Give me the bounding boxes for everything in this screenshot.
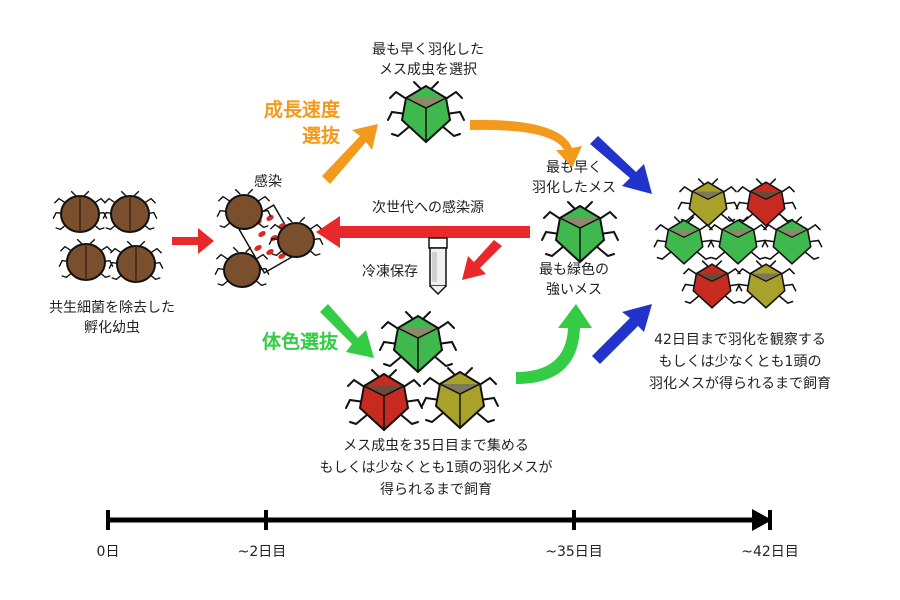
growth-selection-label-line2: 選抜 (302, 124, 341, 147)
stinkbug-icon (379, 311, 457, 374)
nymph-label-line1: 共生細菌を除去した (49, 300, 175, 316)
arrow-observe-upper (590, 136, 652, 194)
collect-females-line3: 得られるまで飼育 (380, 481, 492, 498)
timeline-tick-label: 0日 (97, 544, 120, 560)
greenest-female-line2: 強いメス (546, 282, 602, 298)
frozen-storage-label: 冷凍保存 (362, 264, 418, 280)
arrow-nymph-to-infection (172, 228, 214, 254)
collect-females-line1: メス成虫を35日目まで集める (343, 437, 529, 454)
nymph-icon (52, 190, 108, 233)
stinkbug-icon (345, 369, 423, 432)
arrow-color-selection (320, 304, 374, 358)
nymph-icon (214, 246, 270, 288)
timeline-tick-label: ~35日目 (545, 544, 603, 560)
greenest-female-line1: 最も緑色の (539, 261, 609, 278)
observe-line2: もしくは少なくとも1頭の (659, 354, 822, 370)
nymph-icon (58, 238, 114, 281)
arrow-frozen-storage (462, 240, 502, 280)
nymph-group (52, 190, 164, 283)
color-selection-bugs (345, 311, 499, 432)
nymph-icon (108, 240, 164, 283)
observe-line1: 42日目まで羽化を観察する (654, 331, 826, 348)
nymph-label-line2: 孵化幼虫 (84, 320, 140, 336)
infection-cluster (214, 188, 324, 288)
timeline-arrowhead (752, 509, 772, 531)
arrow-growth-to-earliest (470, 119, 582, 168)
infection-label: 感染 (254, 173, 282, 190)
stinkbug-icon (421, 367, 499, 430)
arrow-color-to-greenest (516, 304, 592, 384)
nymph-icon (102, 190, 158, 233)
stinkbug-icon (541, 201, 619, 264)
vial-icon (428, 237, 448, 296)
stinkbug-icon (677, 178, 739, 227)
arrow-growth-selection (322, 124, 378, 184)
nymph-icon (216, 188, 272, 230)
stinkbug-icon (387, 81, 465, 144)
color-selection-label: 体色選抜 (262, 330, 339, 353)
next-gen-source-label: 次世代への感染源 (372, 199, 484, 216)
stinkbug-icon (653, 216, 715, 265)
stinkbug-icon (681, 260, 743, 309)
stinkbug-icon (707, 216, 769, 265)
collect-females-line2: もしくは少なくとも1頭の羽化メスが (320, 460, 553, 476)
arrow-next-generation (316, 216, 530, 248)
observe-line3: 羽化メスが得られるまで飼育 (649, 375, 831, 392)
stinkbug-icon (735, 260, 797, 309)
timeline-tick-label: ~2日目 (238, 544, 287, 560)
observation-bugs (653, 178, 823, 309)
timeline-tick-label: ~42日目 (741, 544, 799, 560)
earliest-female-mid-line1: 最も早く (546, 160, 602, 176)
stinkbug-icon (761, 216, 823, 265)
timeline: 0日 ~2日目 ~35日目 ~42日目 (97, 509, 799, 560)
growth-selection-label-line1: 成長速度 (264, 98, 341, 121)
stinkbug-icon (735, 178, 797, 227)
earliest-female-top-line2: メス成虫を選択 (379, 62, 477, 78)
arrow-observe-lower (592, 304, 652, 364)
earliest-female-mid-line2: 羽化したメス (532, 180, 616, 196)
nymph-icon (268, 216, 324, 258)
earliest-female-top-line1: 最も早く羽化した (372, 42, 484, 58)
